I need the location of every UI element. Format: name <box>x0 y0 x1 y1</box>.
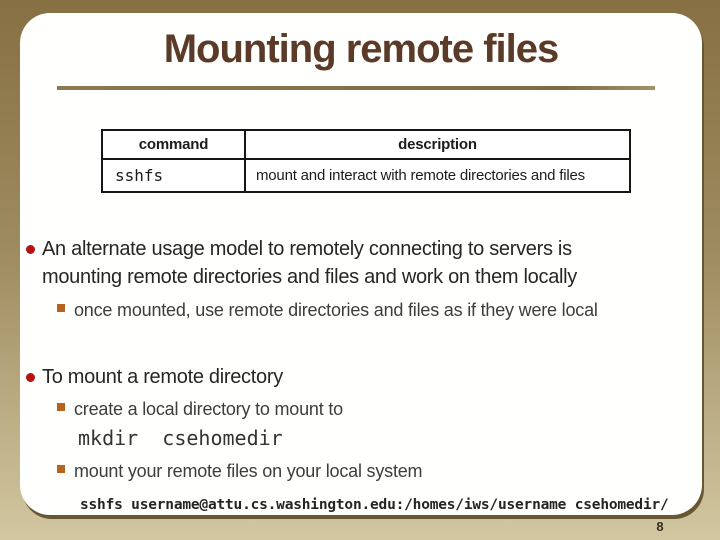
sub-bullet-once-mounted: once mounted, use remote directories and… <box>74 300 598 320</box>
table-row: sshfs mount and interact with remote dir… <box>101 158 631 193</box>
table-header-description: description <box>244 129 631 160</box>
table-cell-description: mount and interact with remote directori… <box>244 158 631 193</box>
slide-title: Mounting remote files <box>163 27 560 71</box>
slide-canvas: Mounting remote files command descriptio… <box>20 13 702 515</box>
sub-bullet-square <box>57 403 65 411</box>
title-underline-rule <box>57 86 655 90</box>
sub-bullet-square <box>57 465 65 473</box>
code-mkdir-command: mkdir csehomedir <box>78 426 283 450</box>
table-cell-command: sshfs <box>101 158 246 193</box>
code-sshfs-command: sshfs username@attu.cs.washington.edu:/h… <box>80 497 669 513</box>
sub-bullet-create-directory: create a local directory to mount to <box>74 399 343 419</box>
table-header-row: command description <box>101 129 631 160</box>
table-header-command: command <box>101 129 246 160</box>
bullet-dot <box>26 373 35 382</box>
sub-bullet-square <box>57 304 65 312</box>
bullet-dot <box>26 245 35 254</box>
command-table: command description sshfs mount and inte… <box>101 129 631 193</box>
bullet-item-alternate-usage: An alternate usage model to remotely con… <box>42 235 678 291</box>
sub-bullet-mount-files: mount your remote files on your local sy… <box>74 461 423 481</box>
bullet-line: An alternate usage model to remotely con… <box>42 238 572 260</box>
bullet-line: mounting remote directories and files an… <box>42 266 578 288</box>
bullet-item-to-mount: To mount a remote directory <box>42 366 283 388</box>
page-number: 8 <box>656 519 664 534</box>
